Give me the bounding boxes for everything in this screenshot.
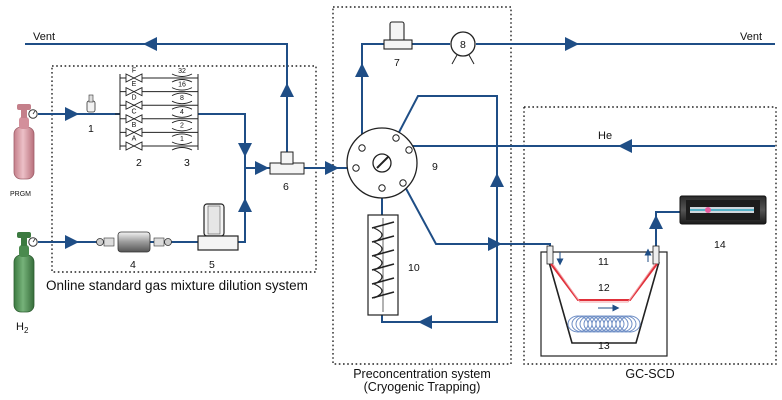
prgm-label: PRGM [10, 191, 31, 198]
h2-label: H2 [16, 321, 29, 335]
gc-scd-box [523, 106, 777, 365]
label-10: 10 [408, 262, 420, 274]
coil-loop [615, 315, 637, 333]
label-9: 9 [432, 161, 438, 173]
pump-5 [197, 203, 239, 251]
restrictor-icon [171, 87, 193, 97]
dilution-ratio-label: 1 [180, 136, 184, 143]
valve-icon [125, 86, 143, 97]
restrictor-icon [171, 100, 193, 110]
valve-label: E [132, 81, 137, 88]
valve-label: C [131, 108, 136, 115]
dilution-ratio-label: 32 [178, 68, 186, 75]
cryo-trap-10 [367, 214, 399, 316]
meter-8 [450, 31, 476, 65]
restrictor-icon [171, 114, 193, 124]
h2-cylinder [13, 232, 38, 313]
six-port-valve-9 [346, 127, 418, 199]
label-14: 14 [714, 239, 726, 251]
label-4: 4 [130, 259, 136, 271]
coil-loop [619, 315, 641, 333]
precon-system-title: Preconcentration system [353, 367, 491, 381]
valve-icon [125, 114, 143, 124]
label-11: 11 [598, 256, 609, 268]
dilution-system-title: Online standard gas mixture dilution sys… [46, 278, 308, 293]
coil-13 [567, 315, 641, 333]
dilution-ratio-label: 16 [178, 82, 186, 89]
precon-system-subtitle: (Cryogenic Trapping) [364, 380, 481, 394]
coil-loop [611, 315, 633, 333]
gc-column-12 [550, 263, 658, 303]
label-13: 13 [598, 340, 610, 352]
dilution-ratio-label: 8 [180, 95, 184, 102]
restrictor-icon [171, 127, 193, 137]
vent-right-pipe [361, 43, 384, 148]
label-6: 6 [283, 181, 289, 193]
pump-7 [383, 21, 413, 50]
valve-label: A [132, 136, 137, 143]
valve-label: D [131, 95, 136, 102]
gc-oven-11 [540, 245, 668, 357]
he-label: He [598, 130, 612, 142]
dilution-ratio-label: 2 [180, 122, 184, 129]
preconcentration-system-box [332, 6, 512, 365]
coil-loop [603, 315, 625, 333]
coil-loop [607, 315, 629, 333]
gc-scd-title: GC-SCD [625, 367, 674, 381]
label-8: 8 [460, 39, 466, 51]
vent-left-label: Vent [33, 31, 55, 43]
filter-1 [86, 94, 96, 113]
valve-icon [125, 127, 143, 138]
valve-manifold: F 32E 16D 8C 4B 2A 1 [115, 68, 199, 151]
valve-label: B [132, 122, 137, 129]
restrictor-icon [171, 141, 193, 151]
label-2: 2 [136, 157, 142, 169]
vent-right-label: Vent [740, 31, 762, 43]
label-12: 12 [598, 282, 610, 294]
flow-controller-4 [96, 231, 172, 253]
valve-icon [125, 141, 143, 151]
restrictor-icon [171, 73, 193, 83]
scd-detector-14 [679, 195, 767, 225]
label-5: 5 [209, 259, 215, 271]
valve-icon [125, 100, 143, 110]
valve-icon [125, 73, 143, 83]
prgm-cylinder [13, 104, 38, 180]
valve-label: F [132, 68, 136, 75]
dilution-ratio-label: 4 [180, 109, 184, 116]
vent-left-pipe [25, 43, 288, 158]
tee-6 [269, 151, 305, 175]
label-3: 3 [184, 157, 190, 169]
label-7: 7 [394, 57, 400, 69]
label-1: 1 [88, 123, 94, 135]
